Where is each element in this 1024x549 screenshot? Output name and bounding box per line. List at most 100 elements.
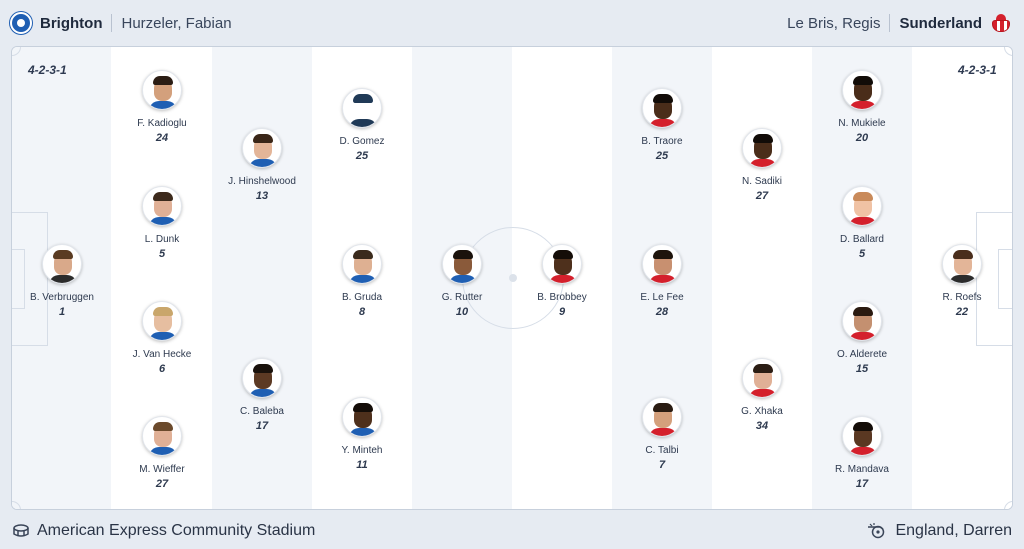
player-away-lb[interactable]: R. Mandava 17	[807, 416, 917, 490]
away-formation: 4-2-3-1	[958, 63, 997, 77]
player-avatar	[642, 88, 682, 128]
player-number: 25	[355, 150, 369, 162]
player-name: B. Verbruggen	[30, 292, 94, 303]
player-number: 17	[255, 420, 269, 432]
player-name: N. Mukiele	[838, 118, 886, 129]
player-name: G. Rutter	[441, 292, 483, 303]
referee-info: England, Darren	[866, 522, 1012, 540]
home-manager[interactable]: Hurzeler, Fabian	[121, 14, 232, 32]
player-home-rw[interactable]: D. Gomez 25	[307, 88, 417, 162]
player-number: 7	[658, 459, 666, 471]
player-number: 15	[855, 363, 869, 375]
player-avatar	[842, 301, 882, 341]
player-avatar	[842, 416, 882, 456]
away-goal-box	[998, 249, 1012, 309]
player-avatar	[142, 186, 182, 226]
player-number: 5	[858, 248, 866, 260]
player-number: 28	[655, 306, 669, 318]
player-name: B. Brobbey	[537, 292, 587, 303]
player-home-st[interactable]: G. Rutter 10	[407, 244, 517, 318]
home-formation: 4-2-3-1	[28, 63, 67, 77]
player-number: 24	[155, 132, 169, 144]
player-avatar	[742, 128, 782, 168]
player-away-gk[interactable]: R. Roefs 22	[907, 244, 1012, 318]
away-penalty-box	[976, 212, 1012, 346]
player-number: 8	[358, 306, 366, 318]
player-away-st[interactable]: B. Brobbey 9	[507, 244, 617, 318]
player-number: 9	[558, 306, 566, 318]
player-avatar	[342, 244, 382, 284]
away-manager[interactable]: Le Bris, Regis	[787, 14, 881, 32]
divider	[111, 14, 113, 32]
home-team-name[interactable]: Brighton	[40, 14, 103, 32]
pitch-stripe	[712, 47, 812, 509]
venue-name: American Express Community Stadium	[37, 521, 316, 539]
player-avatar	[342, 397, 382, 437]
player-away-cb[interactable]: O. Alderete 15	[807, 301, 917, 375]
match-footer: American Express Community Stadium Engla…	[0, 512, 1024, 549]
player-number: 20	[855, 132, 869, 144]
player-number: 17	[855, 478, 869, 490]
player-away-rw[interactable]: C. Talbi 7	[607, 397, 717, 471]
home-penalty-box	[12, 212, 48, 346]
divider	[889, 14, 891, 32]
player-name: G. Xhaka	[741, 406, 783, 417]
player-number: 11	[356, 459, 368, 471]
player-avatar	[542, 244, 582, 284]
player-avatar	[642, 397, 682, 437]
player-away-rb[interactable]: N. Mukiele 20	[807, 70, 917, 144]
player-away-dm[interactable]: N. Sadiki 27	[707, 128, 817, 202]
player-avatar	[242, 128, 282, 168]
player-home-rb[interactable]: F. Kadioglu 24	[107, 70, 217, 144]
player-name: C. Talbi	[645, 445, 679, 456]
player-name: C. Baleba	[240, 406, 284, 417]
player-name: L. Dunk	[144, 234, 180, 245]
player-home-gk[interactable]: B. Verbruggen 1	[12, 244, 117, 318]
sunderland-crest-icon	[990, 12, 1012, 34]
player-avatar	[142, 301, 182, 341]
player-away-lw[interactable]: B. Traore 25	[607, 88, 717, 162]
player-home-am[interactable]: B. Gruda 8	[307, 244, 417, 318]
player-name: F. Kadioglu	[137, 118, 187, 129]
corner-arc	[1004, 501, 1012, 509]
player-home-dm[interactable]: C. Baleba 17	[207, 358, 317, 432]
venue-info: American Express Community Stadium	[12, 522, 315, 540]
player-avatar	[342, 88, 382, 128]
player-avatar	[142, 416, 182, 456]
home-goal-box	[12, 249, 25, 309]
player-away-cb[interactable]: D. Ballard 5	[807, 186, 917, 260]
player-avatar	[942, 244, 982, 284]
player-number: 27	[155, 478, 169, 490]
lineup-pitch: 4-2-3-1 4-2-3-1 B. Verbruggen 1 F. Kadio…	[11, 46, 1013, 510]
player-name: J. Hinshelwood	[228, 176, 296, 187]
player-away-am[interactable]: E. Le Fee 28	[607, 244, 717, 318]
match-header: Brighton Hurzeler, Fabian Le Bris, Regis…	[0, 0, 1024, 46]
player-avatar	[142, 70, 182, 110]
center-spot	[509, 274, 517, 282]
player-name: R. Mandava	[835, 464, 889, 475]
stadium-icon	[12, 522, 30, 540]
player-number: 22	[955, 306, 969, 318]
referee-name: England, Darren	[895, 521, 1012, 539]
away-team-info: Le Bris, Regis Sunderland	[787, 12, 1012, 34]
pitch-stripe	[212, 47, 312, 509]
player-home-cb[interactable]: L. Dunk 5	[107, 186, 217, 260]
player-number: 34	[755, 420, 769, 432]
player-avatar	[842, 186, 882, 226]
player-number: 27	[755, 190, 769, 202]
player-name: D. Gomez	[339, 136, 385, 147]
player-name: R. Roefs	[942, 292, 982, 303]
player-home-dm[interactable]: J. Hinshelwood 13	[207, 128, 317, 202]
player-home-lb[interactable]: M. Wieffer 27	[107, 416, 217, 490]
player-home-cb[interactable]: J. Van Hecke 6	[107, 301, 217, 375]
player-avatar	[242, 358, 282, 398]
player-avatar	[642, 244, 682, 284]
player-avatar	[742, 358, 782, 398]
player-number: 5	[158, 248, 166, 260]
whistle-icon	[866, 522, 888, 540]
player-name: Y. Minteh	[341, 445, 383, 456]
player-away-dm[interactable]: G. Xhaka 34	[707, 358, 817, 432]
player-home-lw[interactable]: Y. Minteh 11	[307, 397, 417, 471]
player-name: D. Ballard	[840, 234, 884, 245]
away-team-name[interactable]: Sunderland	[899, 14, 982, 32]
